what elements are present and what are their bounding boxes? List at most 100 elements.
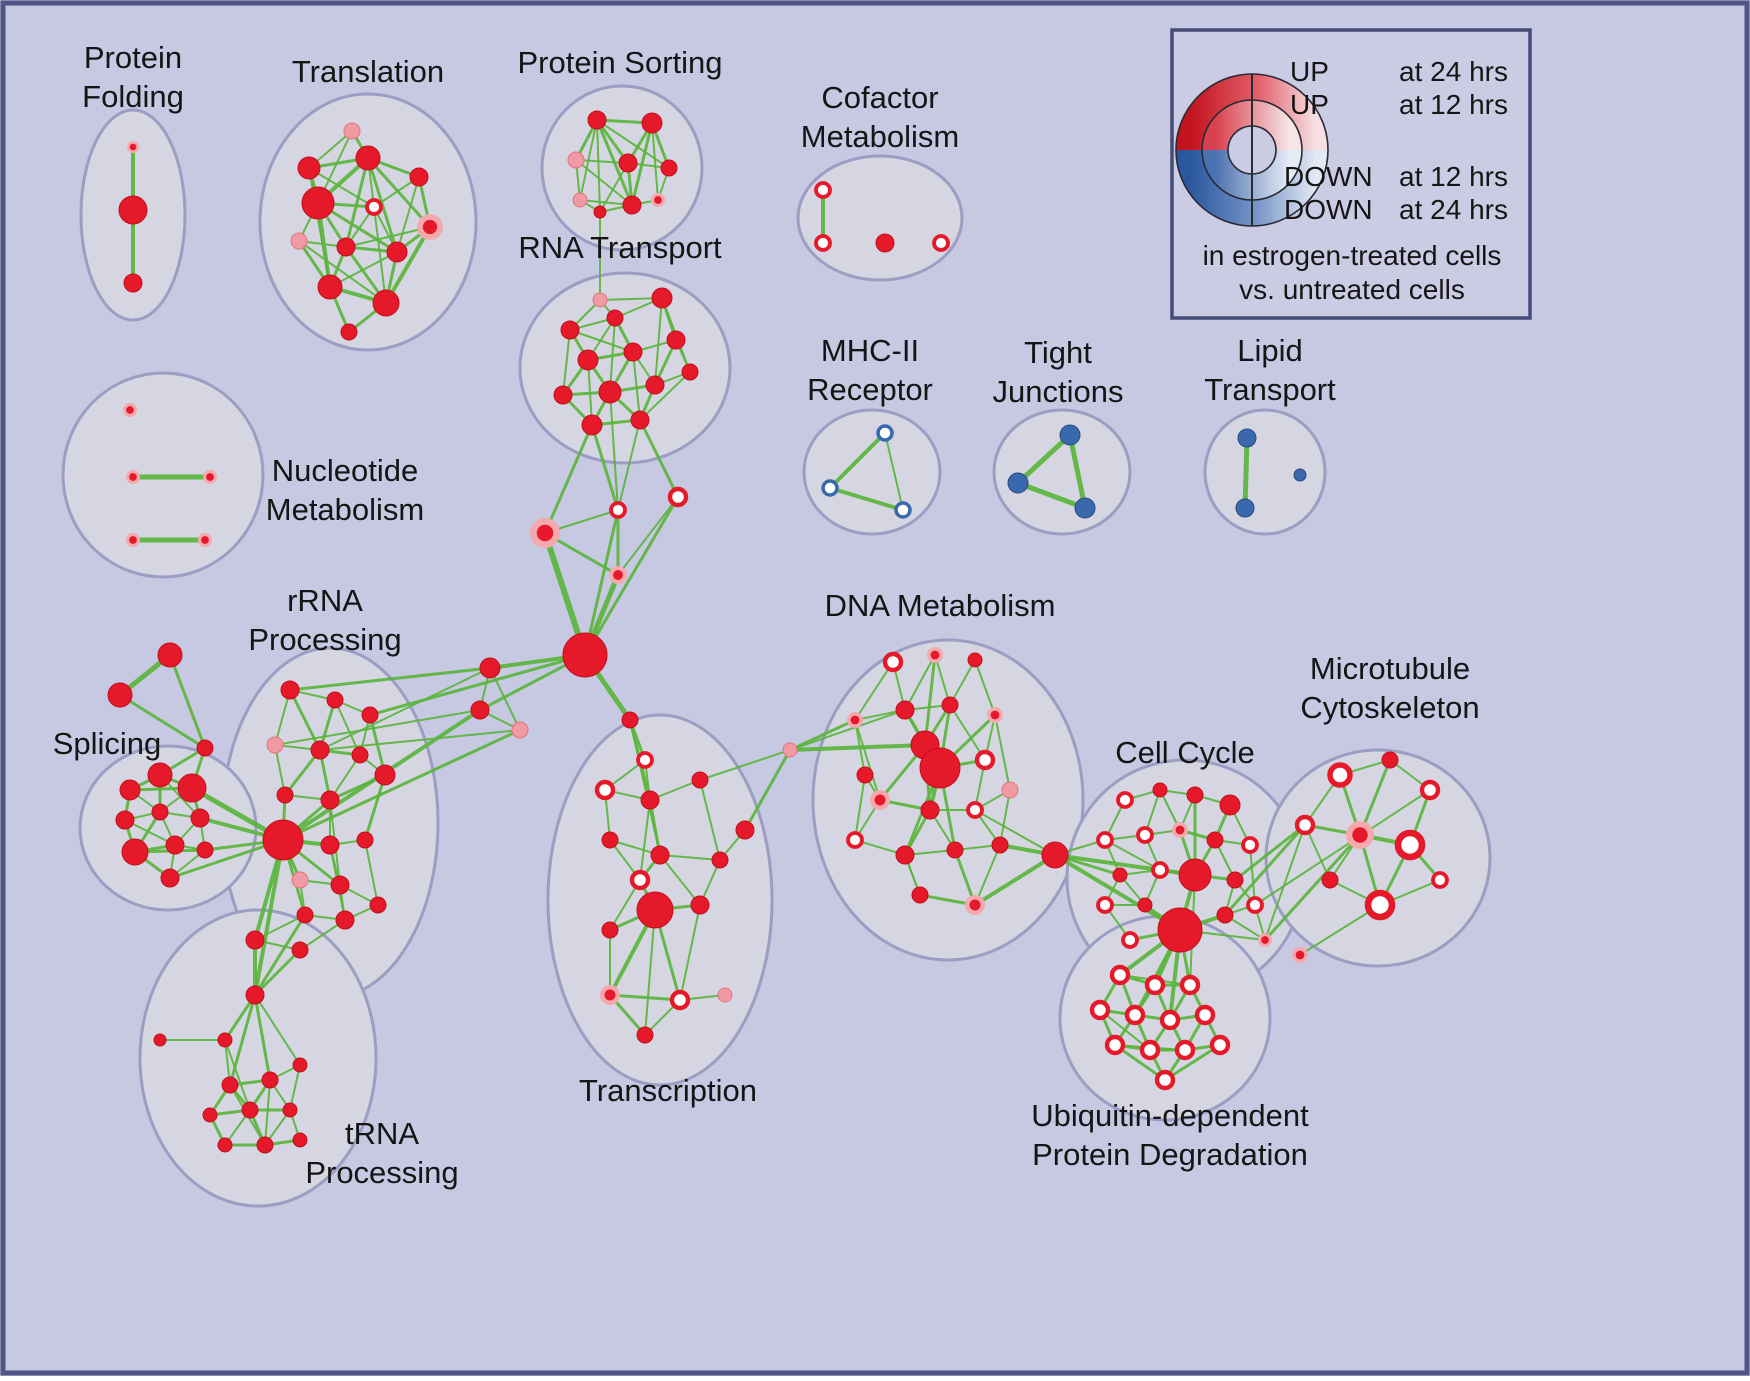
node-up-ring [1104, 1034, 1126, 1056]
legend-row-time: at 24 hrs [1399, 194, 1508, 225]
node-up-strong [690, 895, 710, 915]
edge [575, 159, 633, 206]
node-up-strong [618, 153, 638, 173]
node-up-strong [587, 110, 607, 130]
node-up-strong [256, 1136, 274, 1154]
edge [1263, 833, 1362, 942]
edge [583, 508, 620, 657]
cluster-label-tight-junctions: Tight [1024, 335, 1092, 370]
node-up-ring [882, 651, 904, 673]
node-up-strong [601, 831, 619, 849]
node-up-ring [629, 869, 651, 891]
node-up-ring [1089, 999, 1111, 1021]
node-up-ring [1154, 1069, 1176, 1091]
node-up-strong [581, 414, 603, 436]
node-up-weak [717, 987, 733, 1003]
node-up-strong [577, 349, 599, 371]
cluster-label-nucleotide-metabolism: Nucleotide [272, 453, 418, 488]
edge [224, 1039, 251, 1111]
edge [298, 240, 387, 304]
node-up-strong [895, 700, 915, 720]
node-up-ring [1109, 964, 1131, 986]
edge [364, 839, 379, 906]
node-up-halo-core [1175, 825, 1185, 835]
edge [973, 853, 1057, 907]
cluster-label-transcription: Transcription [579, 1073, 757, 1108]
node-down-ring [821, 479, 839, 497]
cluster-label-translation: Translation [292, 54, 444, 89]
cluster-label-ubiquitin-degradation: Protein Degradation [1032, 1137, 1308, 1172]
node-up-strong [147, 762, 173, 788]
legend-row-direction: DOWN [1284, 161, 1373, 192]
node-up-strong [157, 642, 183, 668]
edge [828, 486, 905, 512]
cluster-label-cell-cycle: Cell Cycle [1115, 735, 1255, 770]
cluster-label-cofactor-metabolism: Cofactor [821, 80, 938, 115]
legend-updown-glyph-icon [1175, 73, 1329, 227]
node-up-strong [280, 680, 300, 700]
node-up-strong [326, 691, 344, 709]
node-down-strong [1237, 428, 1257, 448]
node-up-strong [1112, 867, 1128, 883]
edge [1249, 844, 1256, 906]
edge [345, 226, 431, 248]
node-up-ring [1241, 836, 1259, 854]
node-up-strong [622, 195, 642, 215]
node-down-strong [1007, 472, 1029, 494]
node-up-halo-core [126, 406, 134, 414]
cluster-label-mhc-ii-receptor: MHC-II [821, 333, 919, 368]
node-up-strong [310, 740, 330, 760]
node-up-halo-core [850, 715, 860, 725]
edge [583, 495, 680, 657]
node-up-ring [846, 831, 864, 849]
node-up-strong [165, 835, 185, 855]
node-up-strong [335, 910, 355, 930]
node-up-strong [636, 891, 674, 929]
node-up-strong [119, 779, 141, 801]
node-up-ring [1209, 1034, 1231, 1056]
node-up-strong [221, 1076, 239, 1094]
legend-row-direction: UP [1290, 56, 1329, 87]
edge [319, 667, 491, 751]
edge [562, 329, 571, 396]
cluster-label-protein-folding: Protein [84, 40, 182, 75]
edge [617, 419, 641, 511]
node-up-strong [374, 764, 396, 786]
edge [288, 688, 322, 752]
edge [1067, 432, 1088, 511]
node-up-strong [245, 930, 265, 950]
edge [788, 743, 927, 752]
node-up-ring [1096, 831, 1114, 849]
edge [1104, 839, 1161, 871]
edge [274, 689, 291, 746]
edge [1015, 480, 1088, 511]
node-up-strong [202, 1107, 218, 1123]
node-up-weak [291, 871, 309, 889]
node-up-ring [594, 779, 616, 801]
edge [949, 659, 976, 706]
edge [974, 659, 996, 716]
cluster-label-splicing: Splicing [53, 726, 162, 761]
node-up-strong [470, 700, 490, 720]
edge [228, 993, 257, 1087]
node-up-weak [572, 192, 588, 208]
node-up-strong [320, 835, 340, 855]
edge [934, 654, 951, 706]
node-up-strong [645, 375, 665, 395]
node-up-strong [292, 1057, 308, 1073]
cluster-mhc-ii-receptor [802, 408, 942, 536]
edge [253, 913, 307, 997]
edge [854, 719, 866, 776]
legend-box-border [1170, 28, 1532, 320]
cluster-label-lipid-transport: Transport [1204, 372, 1336, 407]
node-up-strong [160, 868, 180, 888]
node-up-strong [356, 831, 374, 849]
node-up-strong [118, 195, 148, 225]
edge [644, 909, 656, 1036]
edge [828, 431, 887, 490]
edge [1015, 432, 1073, 486]
edge [543, 423, 594, 535]
edge [699, 779, 721, 861]
node-up-weak [266, 736, 284, 754]
node-up-strong [640, 790, 660, 810]
